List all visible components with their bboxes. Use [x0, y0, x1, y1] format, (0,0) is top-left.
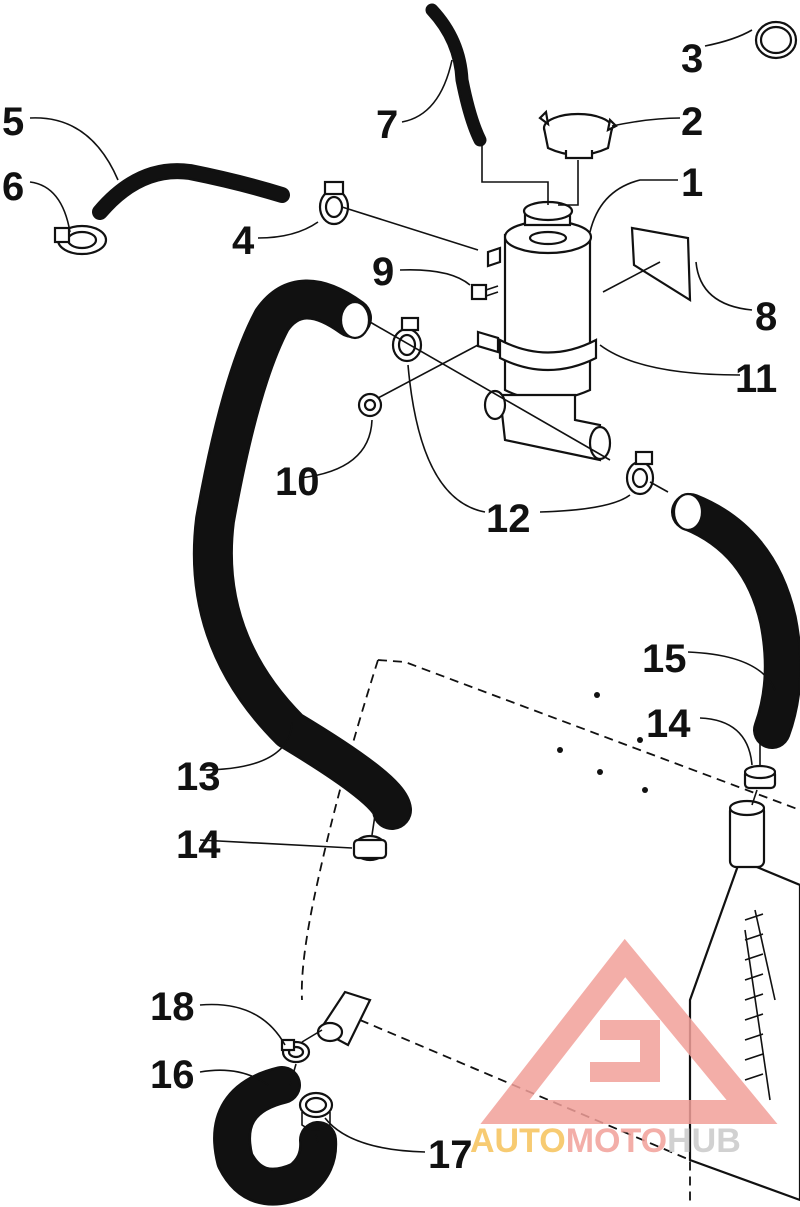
- leader-lines: [29, 29, 776, 1153]
- clamp-14-right: [743, 764, 777, 790]
- reservoir-tank: [476, 200, 598, 402]
- watermark-text-hub: HUB: [667, 1122, 741, 1160]
- clamp-3: [754, 20, 798, 60]
- callout-8: 8: [755, 295, 777, 339]
- hose-15: [671, 492, 800, 749]
- callout-1: 1: [681, 161, 703, 205]
- callout-2: 2: [681, 100, 703, 144]
- clamp-12-left: [391, 316, 423, 363]
- callout-17: 17: [428, 1133, 473, 1177]
- watermark-text-auto: AUTO: [470, 1122, 566, 1160]
- clamp-6: [53, 224, 108, 256]
- hose-7: [425, 3, 487, 147]
- callout-13: 13: [176, 755, 221, 799]
- radiator-outlet-pipe: [728, 799, 766, 869]
- callout-16: 16: [150, 1053, 195, 1097]
- watermark-triangle: [480, 938, 778, 1124]
- callout-4: 4: [232, 219, 255, 263]
- hose-13: [192, 279, 412, 830]
- clamp-14-left: [352, 834, 388, 862]
- callout-15: 15: [642, 637, 687, 681]
- clamp-18: [280, 1038, 311, 1064]
- callout-14-left: 14: [176, 823, 221, 867]
- callout-11: 11: [735, 357, 777, 401]
- bracket-8: [630, 226, 692, 303]
- callout-12: 12: [486, 497, 531, 541]
- radiator-lower-inlet: [316, 990, 372, 1047]
- grommet-10: [357, 392, 383, 418]
- clamp-4: [318, 180, 350, 226]
- callout-3: 3: [681, 37, 703, 81]
- radiator-fins: [744, 913, 764, 1081]
- watermark-text: AUTOMOTOHUB: [470, 1122, 741, 1160]
- callout-5: 5: [2, 100, 24, 144]
- clamp-12-right: [625, 450, 655, 496]
- radiator-cap: [538, 109, 618, 160]
- screw-9: [470, 283, 499, 301]
- callout-18: 18: [150, 985, 195, 1029]
- watermark-inner-shape: [590, 1020, 660, 1082]
- callout-9: 9: [372, 250, 394, 294]
- watermark-logo: AUTOMOTOHUB: [470, 938, 778, 1160]
- hose-16: [213, 1066, 338, 1206]
- callout-10: 10: [275, 460, 320, 504]
- callout-7: 7: [376, 103, 398, 147]
- callout-14-right: 14: [646, 702, 691, 746]
- hose-5: [92, 163, 290, 220]
- watermark-text-moto: MOTO: [566, 1122, 667, 1160]
- callout-6: 6: [2, 165, 24, 209]
- clamp-17: [298, 1091, 334, 1131]
- callout-numbers: 1 2 3 4 5 6 7 8 9 10 11 12 13 14 14 15 1…: [2, 37, 777, 1177]
